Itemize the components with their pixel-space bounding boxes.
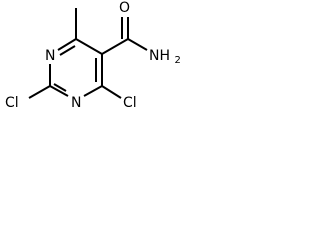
amide-oxygen-label: O bbox=[119, 0, 130, 16]
chloro-left-label: Cl bbox=[5, 95, 19, 111]
bond-amide-cn bbox=[127, 38, 148, 51]
bond-c6-n1 bbox=[83, 85, 103, 97]
bond-c4-c5 bbox=[75, 38, 103, 55]
ring-nitrogen-top-label: N bbox=[45, 48, 55, 64]
chloro-right-label: Cl bbox=[123, 95, 137, 111]
bond-n3-c4 bbox=[57, 38, 77, 51]
bond-c6-cl bbox=[101, 85, 122, 99]
bonds bbox=[28, 8, 148, 99]
amide-nitrogen-label: NH 2 bbox=[149, 48, 181, 66]
bond-n1-c2-inner bbox=[53, 83, 67, 92]
bond-c5-amide-carbon bbox=[101, 38, 129, 55]
bond-n3-c4-inner bbox=[59, 45, 76, 56]
amide-nitrogen-base: NH bbox=[149, 48, 170, 64]
amide-nitrogen-subscript: 2 bbox=[174, 55, 180, 66]
chemical-structure-diagram: N N Cl Cl O NH 2 bbox=[5, 0, 181, 111]
bond-n1-c2 bbox=[49, 85, 69, 97]
atom-labels: N N Cl Cl O NH 2 bbox=[5, 0, 181, 111]
ring-nitrogen-bottom-label: N bbox=[71, 95, 81, 111]
bond-c2-cl bbox=[28, 85, 51, 99]
